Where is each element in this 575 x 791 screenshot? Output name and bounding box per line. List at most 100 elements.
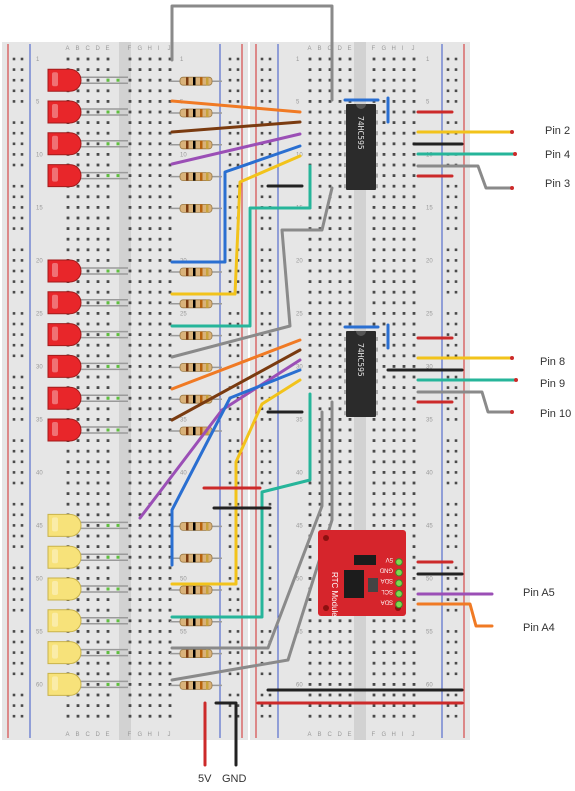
led-highlight	[52, 549, 58, 564]
rail-hole	[228, 375, 232, 379]
breadboard-hole	[128, 174, 132, 177]
breadboard-hole	[318, 714, 322, 718]
breadboard-hole	[168, 640, 172, 644]
led-highlight	[52, 135, 58, 150]
breadboard-hole	[138, 619, 142, 623]
chip-pin	[376, 120, 378, 125]
breadboard-hole	[148, 216, 152, 220]
ground-label: GND	[222, 773, 247, 785]
breadboard-hole	[96, 704, 100, 707]
row-number: 35	[36, 417, 43, 423]
rail-hole	[454, 608, 458, 612]
rail-hole	[20, 407, 24, 411]
rail-hole	[20, 89, 24, 93]
breadboard-hole	[138, 68, 142, 71]
breadboard-hole	[96, 269, 100, 273]
rail-hole	[228, 471, 232, 474]
breadboard-hole	[338, 481, 342, 485]
breadboard-hole	[412, 587, 416, 591]
rail-hole	[20, 343, 24, 347]
rail-hole	[454, 598, 458, 601]
rail-hole	[12, 704, 16, 707]
rail-hole	[446, 343, 450, 347]
breadboard-hole	[402, 131, 406, 135]
breadboard-hole	[96, 502, 100, 506]
resistor-band	[193, 617, 196, 626]
rail-hole	[20, 545, 24, 548]
breadboard-hole	[168, 672, 172, 676]
breadboard-hole	[338, 651, 342, 654]
rail-hole	[260, 280, 264, 283]
breadboard-hole	[392, 259, 396, 262]
breadboard-hole	[402, 513, 406, 517]
rail-hole	[236, 184, 240, 188]
breadboard-hole	[76, 184, 80, 188]
rail-hole	[260, 343, 264, 347]
breadboard-hole	[148, 68, 152, 71]
breadboard-hole	[372, 78, 376, 82]
breadboard-hole	[148, 301, 152, 305]
row-number: 60	[426, 682, 433, 688]
rtc-pin-gnd	[395, 568, 403, 577]
breadboard-hole	[66, 481, 70, 485]
column-letter: D	[96, 732, 101, 738]
breadboard-hole	[158, 195, 162, 199]
chip-pin	[376, 400, 378, 405]
breadboard-hole	[412, 693, 416, 697]
breadboard-hole	[392, 630, 396, 633]
resistor-band	[186, 617, 189, 626]
breadboard-hole	[86, 449, 90, 453]
breadboard-hole	[76, 439, 80, 442]
breadboard-hole	[158, 619, 162, 623]
breadboard-hole	[308, 322, 312, 326]
breadboard-hole	[168, 630, 172, 633]
breadboard-hole	[158, 598, 162, 601]
rail-hole	[454, 651, 458, 654]
rail-hole	[260, 640, 264, 644]
rail-hole	[20, 206, 24, 209]
column-letter: F	[372, 732, 376, 738]
breadboard-hole	[372, 57, 376, 61]
breadboard-hole	[412, 714, 416, 718]
breadboard-hole	[328, 471, 332, 474]
rail-hole	[454, 460, 458, 464]
breadboard-hole	[86, 100, 90, 103]
wire-end	[513, 152, 517, 156]
breadboard-hole	[158, 121, 162, 124]
breadboard-hole	[66, 460, 70, 464]
rail-hole	[260, 418, 264, 421]
breadboard-hole	[392, 153, 396, 156]
resistor-band	[186, 109, 189, 117]
led-highlight	[52, 294, 58, 309]
breadboard-hole	[308, 333, 312, 336]
red-led-10	[47, 418, 82, 442]
chip-notch	[356, 331, 366, 336]
breadboard-hole	[96, 460, 100, 464]
breadboard-hole	[138, 587, 142, 591]
breadboard-hole	[148, 195, 152, 199]
breadboard-hole	[138, 322, 142, 326]
breadboard-hole	[402, 290, 406, 294]
resistor-band	[206, 681, 209, 690]
breadboard-hole	[328, 428, 332, 432]
rail-hole	[228, 513, 232, 517]
breadboard-hole	[158, 110, 162, 114]
rail-hole	[236, 513, 240, 517]
rail-hole	[236, 333, 240, 336]
connected-hole	[116, 555, 120, 559]
breadboard-hole	[338, 227, 342, 230]
breadboard-hole	[402, 100, 406, 103]
rail-hole	[236, 577, 240, 580]
chip-pin	[344, 411, 346, 416]
rtc-crystal	[368, 578, 378, 592]
breadboard-hole	[348, 661, 352, 665]
breadboard-hole	[402, 248, 406, 252]
breadboard-hole	[148, 142, 152, 146]
breadboard-hole	[168, 195, 172, 199]
breadboard-hole	[138, 248, 142, 252]
breadboard-hole	[382, 269, 386, 273]
resistor-band	[186, 522, 189, 531]
rail-hole	[268, 343, 272, 347]
breadboard-hole	[348, 471, 352, 474]
breadboard-hole	[106, 195, 110, 199]
